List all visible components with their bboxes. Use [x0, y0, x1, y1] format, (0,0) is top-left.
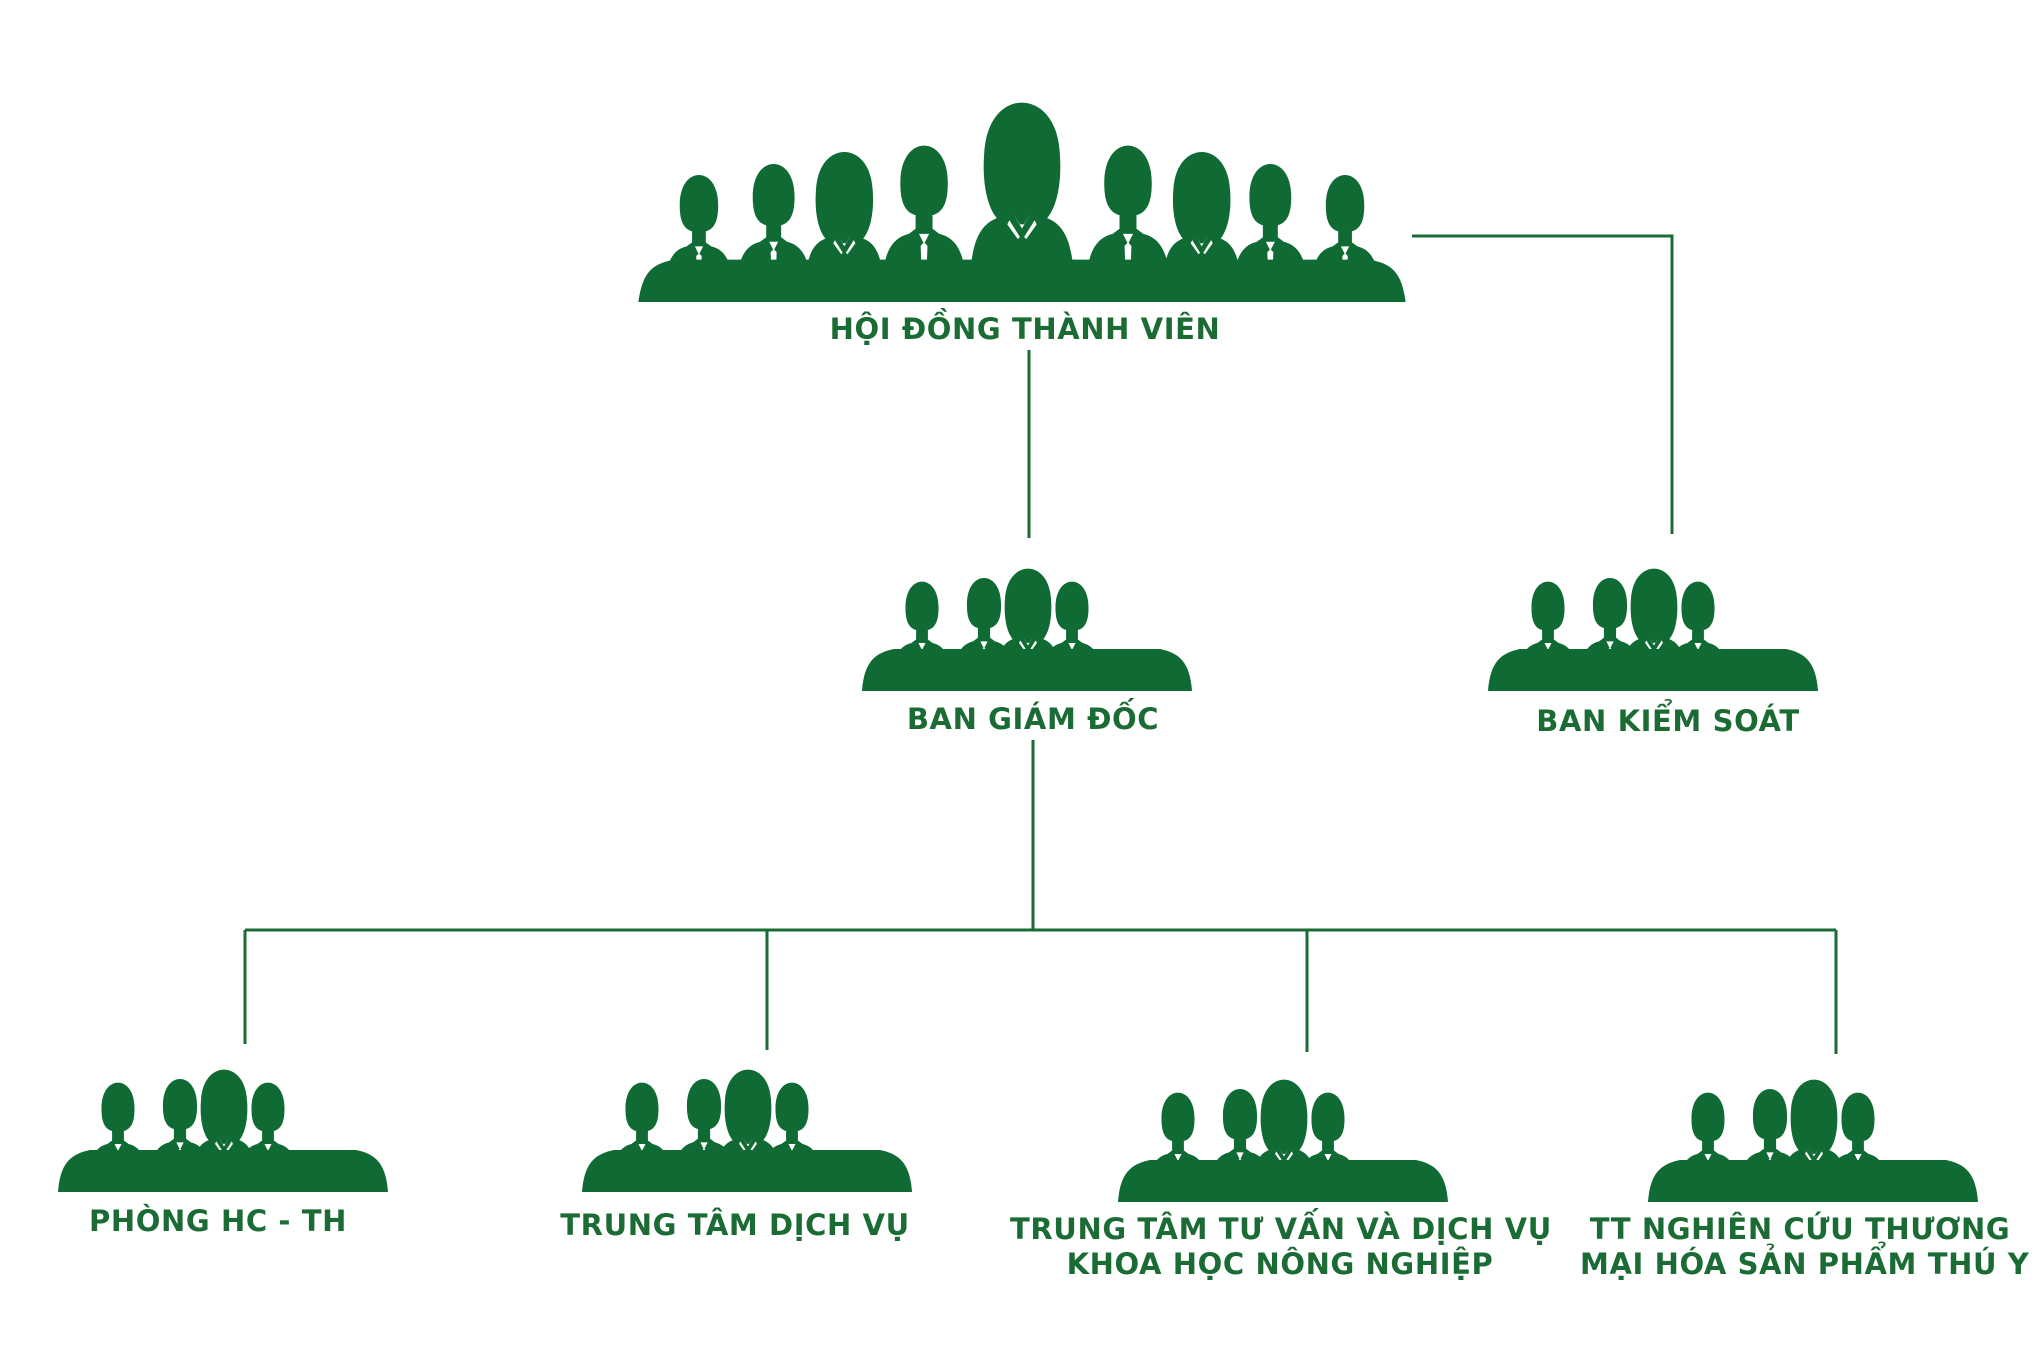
label-consulting-center-line-1: TRUNG TÂM TƯ VẤN VÀ DỊCH VỤ: [1010, 1212, 1552, 1246]
people-group-icon-service-center: [582, 1070, 912, 1192]
people-group-icon-supervisory: [1488, 569, 1818, 691]
label-consulting-center: TRUNG TÂM TƯ VẤN VÀ DỊCH VỤ KHOA HỌC NÔN…: [1010, 1212, 1552, 1282]
label-vet-research-center-line-2: MẠI HÓA SẢN PHẨM THÚ Y: [1580, 1247, 2030, 1281]
label-admin-office: PHÒNG HC - TH: [89, 1204, 347, 1238]
label-vet-research-center-line-1: TT NGHIÊN CỨU THƯƠNG: [1589, 1212, 2011, 1246]
label-consulting-center-line-2: KHOA HỌC NÔNG NGHIỆP: [1066, 1247, 1494, 1281]
connectors: [243, 234, 1838, 1054]
silhouettes: [58, 103, 1978, 1202]
label-board: HỘI ĐỒNG THÀNH VIÊN: [829, 312, 1221, 346]
people-group-icon-board: [638, 103, 1405, 302]
people-group-icon-admin-office: [58, 1070, 388, 1192]
label-service-center: TRUNG TÂM DỊCH VỤ: [560, 1208, 910, 1242]
people-group-icon-vet-research-center: [1648, 1080, 1978, 1202]
label-vet-research-center: TT NGHIÊN CỨU THƯƠNG MẠI HÓA SẢN PHẨM TH…: [1580, 1212, 2030, 1282]
people-group-icon-directors: [862, 569, 1192, 691]
label-directors: BAN GIÁM ĐỐC: [906, 702, 1160, 736]
people-group-icon-consulting-center: [1118, 1080, 1448, 1202]
connector-board-supervisory: [1412, 234, 1674, 534]
label-supervisory: BAN KIỂM SOÁT: [1536, 704, 1800, 738]
